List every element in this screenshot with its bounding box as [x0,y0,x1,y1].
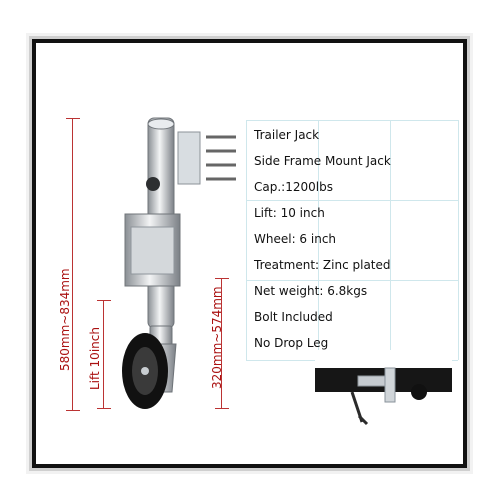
bolts [177,131,236,185]
installed-jack-image [315,350,452,436]
spec-grid-line [246,280,458,281]
spec-grid-line [246,120,247,360]
spec-grid-line [246,120,458,121]
base-dimension-line [221,278,222,408]
mount-plate [124,213,181,287]
spec-grid-line [318,120,319,360]
spec-item: Cap.:1200lbs [254,180,333,194]
spec-list: Trailer Jack Side Frame Mount Jack Cap.:… [246,120,458,360]
base-dimension-top-tick [215,278,229,279]
spec-grid-line [458,120,459,360]
lift-dimension-bottom-tick [97,408,111,409]
spec-item: Side Frame Mount Jack [254,154,391,168]
spec-item: Treatment: Zinc plated [254,258,391,272]
lift-dimension-top-tick [97,300,111,301]
spec-item: Wheel: 6 inch [254,232,337,246]
lift-dimension-line [103,300,104,408]
spec-item: Trailer Jack [254,128,320,142]
overall-dimension-top-tick [66,118,80,119]
overall-dimension-line [72,118,73,410]
spec-grid-line [246,200,458,201]
spec-item: Bolt Included [254,310,333,324]
spec-item: No Drop Leg [254,336,329,350]
spec-grid-line [390,120,391,360]
spec-item: Lift: 10 inch [254,206,325,220]
wheel [122,333,168,409]
base-dimension-bottom-tick [215,408,229,409]
spec-item: Net weight: 6.8kgs [254,284,368,298]
overall-dimension-bottom-tick [66,410,80,411]
